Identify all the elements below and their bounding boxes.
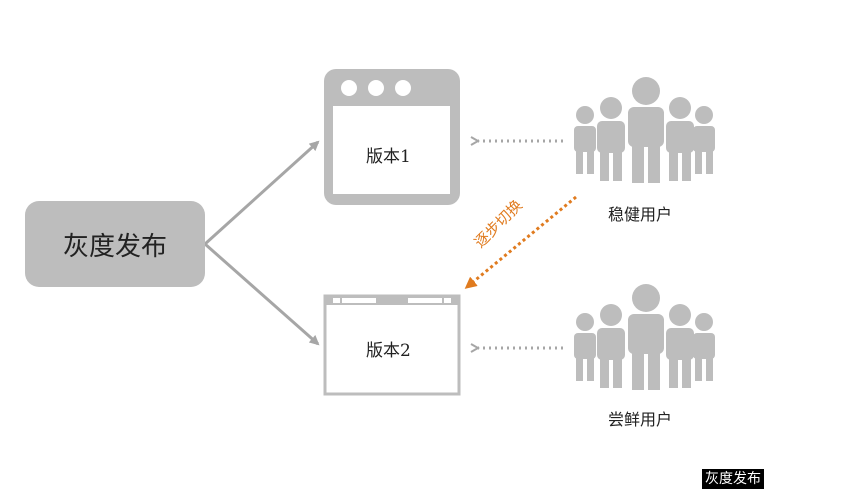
arrow-to-version1 [203,140,320,246]
version2-label: 版本2 [366,341,411,361]
early-users-icon [574,284,715,390]
stable-users-icon [574,77,715,183]
version1-label: 版本1 [366,147,411,167]
gray-release-node: 灰度发布 [25,201,205,287]
gray-release-label: 灰度发布 [62,231,167,262]
stable-users-label: 稳健用户 [608,205,673,224]
arrow-to-version2 [204,242,320,346]
version1-window [324,69,460,205]
version2-window [323,294,461,396]
early-users-label: 尝鲜用户 [608,410,673,429]
watermark-badge: 灰度发布 [702,469,764,489]
